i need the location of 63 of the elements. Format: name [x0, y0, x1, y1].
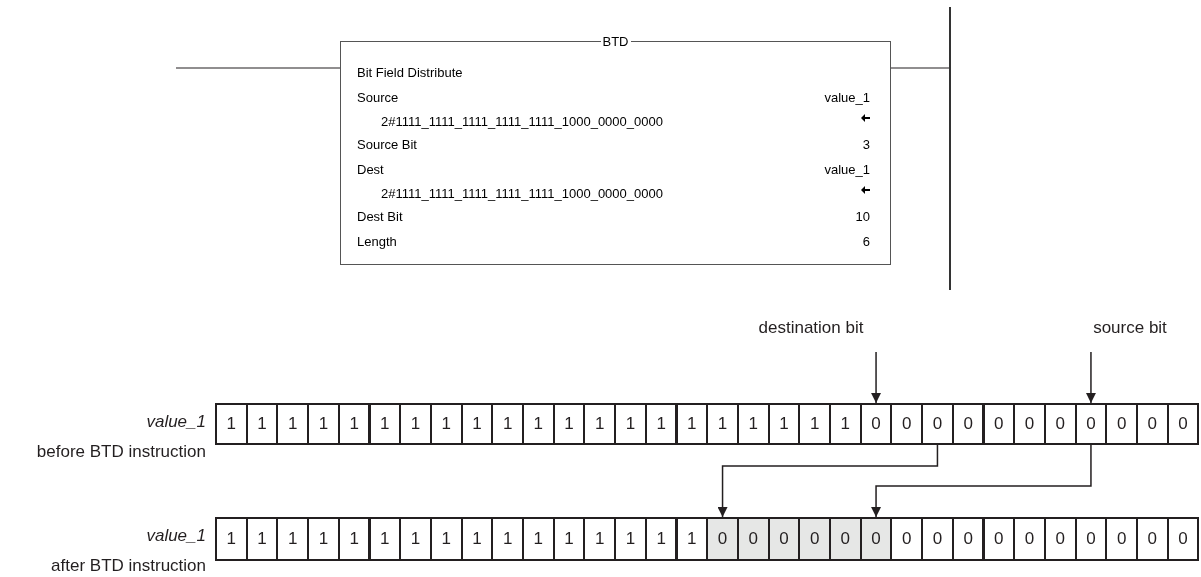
bit-cell: 1 — [399, 517, 432, 561]
bit-cell: 1 — [706, 403, 739, 445]
bit-cell: 0 — [767, 517, 801, 561]
parameter-value: 10 — [855, 210, 870, 223]
bit-cell: 0 — [890, 403, 924, 445]
parameter-value: value_1 — [824, 163, 870, 176]
parameter-label: Bit Field Distribute — [357, 66, 463, 79]
bit-cell: 0 — [1166, 517, 1200, 561]
bit-cell: 0 — [1105, 403, 1138, 445]
arrow — [871, 444, 1092, 518]
arrow — [871, 351, 882, 404]
bit-cell: 0 — [1136, 517, 1169, 561]
bit-cell: 0 — [736, 517, 770, 561]
bit-cell: 1 — [522, 517, 555, 561]
binary-value: 2#1111_1111_1111_1111_1111_1000_0000_0000 — [381, 186, 663, 200]
bit-cell: 1 — [522, 403, 555, 445]
parameter-label: Dest — [357, 163, 384, 176]
bit-cell: 1 — [491, 517, 524, 561]
bit-cell: 0 — [1166, 403, 1200, 445]
parameter-value: 3 — [862, 138, 870, 151]
bit-cell: 0 — [706, 517, 739, 561]
bit-cell: 0 — [829, 517, 862, 561]
callout-label: destination bit — [745, 318, 877, 352]
register-name: value_1 — [146, 526, 206, 546]
arrow — [1085, 351, 1096, 404]
register-name: value_1 — [146, 412, 206, 432]
parameter-label: Source Bit — [357, 138, 417, 151]
bit-cell: 0 — [1013, 517, 1046, 561]
arrow — [717, 444, 939, 518]
bit-cell: 1 — [829, 403, 862, 445]
block-title: BTD — [600, 34, 631, 49]
bit-cell: 0 — [921, 517, 954, 561]
bit-cell: 1 — [491, 403, 524, 445]
bit-cell: 1 — [614, 517, 647, 561]
parameter-label: Source — [357, 91, 399, 104]
callout-label: source bit — [1080, 318, 1180, 352]
bit-cell: 0 — [1136, 403, 1169, 445]
binary-value: 2#1111_1111_1111_1111_1111_1000_0000_0000 — [381, 114, 663, 128]
parameter-value: value_1 — [824, 91, 870, 104]
parameter-label: Dest Bit — [357, 210, 403, 223]
bit-cell: 0 — [1013, 403, 1046, 445]
parameter-value: 6 — [862, 235, 870, 248]
bit-cell: 1 — [276, 517, 310, 561]
bit-cell: 1 — [399, 403, 432, 445]
bit-cell: 0 — [921, 403, 954, 445]
bit-cell: 0 — [1105, 517, 1138, 561]
bit-cell: 1 — [215, 403, 248, 445]
bit-cell: 0 — [859, 517, 893, 561]
bit-cell: 1 — [798, 403, 831, 445]
bit-cell: 1 — [583, 403, 617, 445]
wire-line — [890, 67, 950, 69]
bit-cell: 1 — [307, 517, 340, 561]
bit-cell: 1 — [614, 403, 647, 445]
wire-line — [175, 67, 341, 69]
row-caption: after BTD instruction — [51, 556, 206, 576]
bit-cell: 1 — [583, 517, 617, 561]
highlight-band — [707, 517, 892, 561]
bit-cell: 1 — [215, 517, 248, 561]
parameter-label: Length — [357, 235, 397, 248]
bit-cell: 0 — [798, 517, 831, 561]
bit-cell: 1 — [307, 403, 340, 445]
row-caption: before BTD instruction — [36, 442, 206, 462]
bit-cell: 1 — [276, 403, 310, 445]
